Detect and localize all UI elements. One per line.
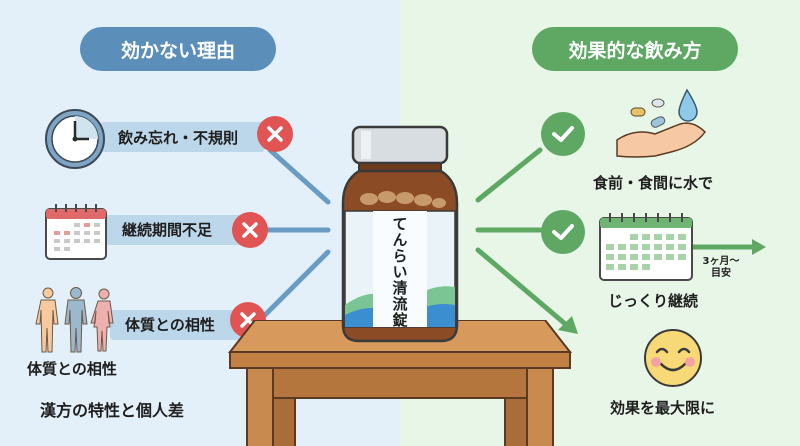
clock-icon — [45, 109, 105, 169]
duration-note-line2: 目安 — [711, 268, 731, 279]
duration-note: 3ヶ月〜 目安 — [698, 256, 744, 280]
reason-label-3: 体質との相性 — [125, 316, 215, 334]
reasons-header: 効かない理由 — [80, 27, 276, 71]
duration-note-line1: 3ヶ月〜 — [702, 256, 740, 267]
body-caption: 体質との相性 — [27, 360, 117, 378]
reason-label-1: 飲み忘れ・不規則 — [118, 129, 239, 147]
body-types-icon — [35, 287, 114, 353]
reason-band-3 — [110, 310, 245, 340]
check-icon — [541, 210, 585, 254]
bottle-icon — [341, 125, 459, 343]
reasons-footer: 漢方の特性と個人差 — [40, 401, 185, 420]
tip-label-1: 食前・食間に水で — [593, 174, 714, 192]
x-icon — [232, 212, 268, 248]
hand-pills-water-icon — [616, 88, 706, 158]
calendar-icon — [599, 213, 693, 281]
bottle-label: てんらい清流錠 — [390, 216, 409, 328]
calendar-icon — [45, 204, 107, 260]
x-icon — [257, 116, 293, 152]
wooden-table — [227, 320, 573, 446]
reason-label-2: 継続期間不足 — [122, 221, 213, 239]
reason-band-1 — [100, 122, 265, 152]
tip-label-3: 効果を最大限に — [610, 399, 716, 417]
smiley-icon — [644, 329, 702, 387]
check-icon — [541, 112, 585, 156]
tips-header: 効果的な飲み方 — [532, 27, 738, 71]
reason-band-2 — [105, 215, 245, 245]
tip-label-2: じっくり継続 — [608, 292, 699, 310]
